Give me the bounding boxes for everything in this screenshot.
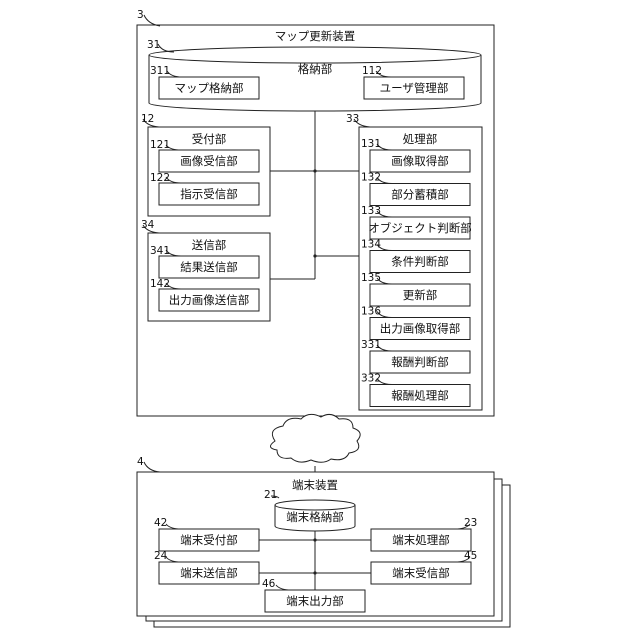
ref-42: 42 bbox=[154, 517, 167, 529]
processing-item-label: 出力画像取得部 bbox=[380, 322, 461, 336]
ref-31: 31 bbox=[147, 39, 160, 51]
processing-item-label: 報酬処理部 bbox=[391, 389, 449, 403]
junction-dot bbox=[313, 571, 316, 574]
processing-item-ref: 135 bbox=[361, 272, 381, 284]
junction-dot bbox=[313, 169, 316, 172]
processing-item-label: オブジェクト判断部 bbox=[368, 221, 472, 235]
terminal-storage-cylinder-top bbox=[275, 500, 355, 510]
processing-item-ref: 133 bbox=[361, 205, 381, 217]
result-transmission-label: 結果送信部 bbox=[180, 260, 238, 274]
processing-item-label: 部分蓄積部 bbox=[391, 188, 449, 202]
ref-341: 341 bbox=[150, 245, 170, 257]
terminal-device-title: 端末装置 bbox=[292, 478, 338, 492]
map-update-device-title: マップ更新装置 bbox=[275, 29, 356, 43]
ref-23: 23 bbox=[464, 517, 477, 529]
processing-item-label: 条件判断部 bbox=[391, 255, 449, 269]
processing-item-label: 画像取得部 bbox=[391, 154, 449, 168]
ref-4: 4 bbox=[137, 456, 144, 468]
processing-item-ref: 134 bbox=[361, 239, 381, 251]
ref-142: 142 bbox=[150, 278, 170, 290]
processing-item-ref: 332 bbox=[361, 373, 381, 385]
terminal-output-label: 端末出力部 bbox=[286, 594, 344, 608]
leader-line-4 bbox=[144, 462, 160, 472]
ref-122: 122 bbox=[150, 172, 170, 184]
terminal-receiving-label: 端末受信部 bbox=[392, 566, 450, 580]
processing-title: 処理部 bbox=[403, 132, 438, 146]
transmission-title: 送信部 bbox=[192, 238, 227, 252]
ref-112: 112 bbox=[362, 65, 382, 77]
user-management-label: ユーザ管理部 bbox=[380, 81, 449, 95]
ref-311: 311 bbox=[150, 65, 170, 77]
reception-title: 受付部 bbox=[192, 132, 227, 146]
instruction-reception-label: 指示受信部 bbox=[180, 187, 238, 201]
leader-line-3 bbox=[144, 15, 160, 26]
processing-item-ref: 131 bbox=[361, 138, 381, 150]
processing-item-label: 更新部 bbox=[403, 288, 438, 302]
ref-21: 21 bbox=[264, 489, 277, 501]
terminal-storage-label: 端末格納部 bbox=[286, 510, 344, 524]
processing-item-label: 報酬判断部 bbox=[391, 355, 449, 369]
terminal-processing-label: 端末処理部 bbox=[392, 533, 450, 547]
junction-dot bbox=[313, 538, 316, 541]
ref-24: 24 bbox=[154, 550, 168, 562]
output-image-transmission-label: 出力画像送信部 bbox=[169, 293, 250, 307]
ref-34: 34 bbox=[141, 219, 155, 231]
ref-33: 33 bbox=[346, 113, 359, 125]
terminal-reception-label: 端末受付部 bbox=[180, 533, 238, 547]
map-storage-label: マップ格納部 bbox=[175, 81, 244, 95]
ref-3: 3 bbox=[137, 9, 144, 21]
storage-title: 格納部 bbox=[298, 62, 333, 76]
storage-cylinder-top bbox=[149, 47, 481, 63]
network-cloud-icon bbox=[270, 414, 360, 462]
processing-item-ref: 331 bbox=[361, 339, 381, 351]
ref-45: 45 bbox=[464, 550, 477, 562]
ref-46: 46 bbox=[262, 578, 276, 590]
ref-12: 12 bbox=[141, 113, 154, 125]
processing-item-ref: 132 bbox=[361, 172, 381, 184]
terminal-transmission-label: 端末送信部 bbox=[180, 566, 238, 580]
junction-dot bbox=[313, 254, 316, 257]
ref-121: 121 bbox=[150, 139, 170, 151]
image-reception-label: 画像受信部 bbox=[180, 154, 238, 168]
processing-item-ref: 136 bbox=[361, 306, 381, 318]
